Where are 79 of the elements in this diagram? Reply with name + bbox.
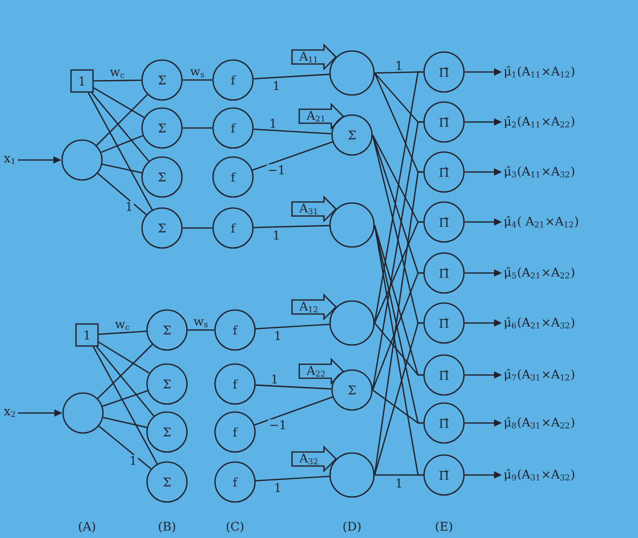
connection-line — [182, 79, 212, 81]
output-label: μ̂$_{8}$(A$_{31}$×A$_{22}$) — [504, 416, 574, 430]
connection-line — [96, 94, 148, 146]
connection-line — [182, 227, 212, 229]
output-label: μ̂$_{5}$(A$_{21}$×A$_{22}$) — [504, 266, 574, 280]
arrow-label: A$_{12}$ — [299, 302, 318, 312]
weight-label: w$_{s}$ — [192, 318, 210, 328]
connection-line — [98, 342, 150, 374]
output-label: μ̂$_{3}$(A$_{11}$×A$_{32}$) — [504, 166, 574, 178]
connection-line — [188, 329, 214, 331]
layer-label: (E) — [436, 522, 452, 532]
connection-line — [102, 390, 148, 407]
weight-label: w$_{s}$ — [189, 68, 206, 78]
weight-label: 1 — [394, 478, 404, 489]
weight-label: 1 — [394, 60, 404, 71]
bias-box: 1 — [75, 323, 99, 347]
weight-label: 1 — [268, 118, 278, 129]
arrow-label: A$_{22}$ — [306, 366, 325, 377]
connection-line — [93, 87, 145, 118]
connection-line — [103, 416, 147, 428]
connection-line — [374, 171, 424, 476]
weight-label: −1 — [266, 164, 286, 176]
connection-line — [100, 135, 144, 153]
connection-line — [96, 346, 154, 416]
output-label: μ̂$_{9}$(A$_{31}$×A$_{32}$) — [504, 468, 574, 482]
membership-circle — [329, 452, 375, 498]
weight-label: 1 — [272, 330, 283, 341]
input-label: x$_{2}$ — [4, 408, 15, 417]
layer-label: (B) — [158, 522, 176, 532]
connection-line — [102, 164, 142, 174]
connection-line — [97, 172, 147, 216]
membership-circle — [329, 202, 375, 248]
layer-label: (C) — [226, 522, 244, 532]
arrow-label: A$_{32}$ — [299, 454, 318, 464]
connection-line — [256, 384, 332, 390]
bias-box: 1 — [70, 69, 94, 93]
output-label: μ̂$_{6}$(A$_{21}$×A$_{32}$) — [504, 316, 574, 330]
weight-label: 1 — [270, 373, 280, 384]
connection-line — [254, 128, 332, 134]
input-label: x$_{1}$ — [4, 156, 15, 164]
weight-label: −1 — [268, 419, 288, 430]
arrow-label: A$_{21}$ — [306, 111, 324, 122]
output-label: μ̂$_{7}$(A$_{31}$×A$_{12}$) — [504, 368, 574, 382]
connection-line — [372, 121, 424, 390]
membership-circle — [329, 50, 375, 96]
connection-line — [88, 92, 153, 210]
connection-line — [372, 389, 424, 424]
weight-label: 1 — [272, 80, 282, 91]
connection-line — [374, 71, 424, 324]
connection-line — [256, 476, 330, 482]
connection-line — [256, 324, 330, 330]
connection-line — [254, 396, 333, 426]
arrow-label: A$_{31}$ — [299, 204, 318, 214]
connection-line — [98, 426, 152, 470]
connection-line — [252, 141, 333, 171]
output-label: μ̂$_{2}$(A$_{11}$×A$_{22}$) — [504, 116, 574, 128]
arrow-label: A$_{11}$ — [299, 52, 318, 62]
connection-line — [372, 272, 424, 390]
output-label: μ̂$_{4}$( A$_{21}$×A$_{12}$) — [504, 216, 578, 228]
connection-line — [97, 344, 153, 399]
connection-line — [92, 346, 158, 464]
connection-line — [374, 221, 424, 324]
connection-line — [254, 224, 330, 228]
membership-circle — [329, 300, 375, 346]
connection-line — [374, 322, 424, 476]
weight-label: 1 — [272, 482, 283, 493]
connection-line — [374, 322, 424, 376]
connection-line — [374, 474, 424, 476]
connection-line — [94, 80, 142, 82]
input-circle — [61, 139, 103, 181]
layer-label: (A) — [78, 522, 96, 532]
connection-line — [182, 127, 212, 129]
output-label: μ̂$_{1}$(A$_{11}$×A$_{12}$) — [504, 66, 574, 78]
connection-line — [98, 330, 146, 335]
weight-label: 1 — [272, 230, 282, 240]
layer-label: (D) — [343, 522, 361, 532]
connection-line — [91, 92, 150, 162]
connection-line — [254, 74, 330, 80]
input-circle — [62, 392, 104, 434]
